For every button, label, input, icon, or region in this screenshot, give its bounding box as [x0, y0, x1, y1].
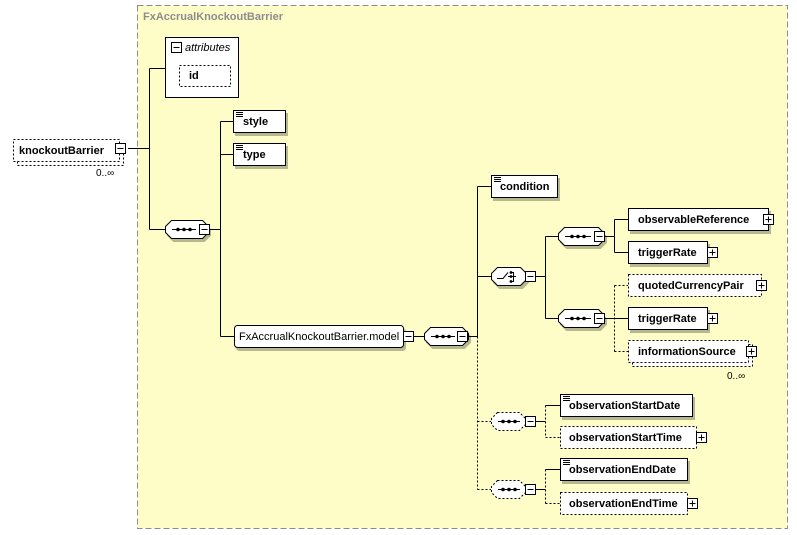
- element-observationStartDate[interactable]: observationStartDate: [560, 394, 693, 417]
- element-triggerRate[interactable]: triggerRate: [628, 307, 718, 330]
- choice-compositor[interactable]: [491, 267, 536, 286]
- element-quotedCurrencyPair[interactable]: quotedCurrencyPair: [628, 274, 767, 297]
- complex-type-title: FxAccrualKnockoutBarrier: [143, 11, 284, 23]
- collapse-icon[interactable]: [403, 331, 414, 342]
- expand-icon[interactable]: [696, 432, 707, 443]
- sequence-compositor[interactable]: [424, 327, 469, 346]
- element-observationEndDate[interactable]: observationEndDate: [560, 458, 688, 481]
- element-observationEndTime[interactable]: observationEndTime: [560, 492, 698, 515]
- element-label: observableReference: [638, 214, 749, 226]
- expand-icon[interactable]: [756, 280, 767, 291]
- sequence-compositor-optional[interactable]: [491, 480, 536, 499]
- element-label: observationStartTime: [569, 432, 682, 444]
- sequence-compositor[interactable]: [558, 309, 605, 328]
- expand-icon[interactable]: [707, 313, 718, 324]
- element-label: knockoutBarrier: [19, 145, 105, 157]
- element-label: style: [243, 116, 268, 128]
- expand-icon[interactable]: [763, 214, 774, 225]
- element-condition[interactable]: condition: [491, 175, 558, 198]
- connector-lines: [128, 68, 628, 504]
- collapse-icon[interactable]: [594, 313, 605, 324]
- occurrence-label: 0..∞: [727, 371, 745, 382]
- collapse-icon[interactable]: [457, 331, 468, 342]
- collapse-icon[interactable]: [525, 416, 536, 427]
- expand-icon[interactable]: [707, 247, 718, 258]
- collapse-icon[interactable]: [525, 271, 536, 282]
- element-label: condition: [500, 181, 550, 193]
- complex-type-frame: FxAccrualKnockoutBarrier: [137, 5, 788, 529]
- element-label: informationSource: [638, 346, 736, 358]
- element-informationSource[interactable]: informationSource 0..∞: [628, 340, 757, 383]
- element-label: observationStartDate: [569, 400, 680, 412]
- expand-icon[interactable]: [687, 498, 698, 509]
- attribute-id[interactable]: id: [179, 65, 231, 87]
- attributes-label: attributes: [185, 42, 231, 54]
- element-label: triggerRate: [638, 247, 697, 259]
- element-knockoutBarrier[interactable]: knockoutBarrier 0..∞: [13, 139, 126, 180]
- element-label: type: [243, 149, 266, 161]
- collapse-icon[interactable]: [594, 231, 605, 242]
- expand-icon[interactable]: [746, 346, 757, 357]
- element-label: observationEndTime: [569, 498, 678, 510]
- element-label: triggerRate: [638, 313, 697, 325]
- element-label: observationEndDate: [569, 464, 676, 476]
- attribute-label: id: [189, 70, 199, 82]
- collapse-icon[interactable]: [171, 42, 182, 53]
- element-observationStartTime[interactable]: observationStartTime: [560, 426, 707, 449]
- group-FxAccrualKnockoutBarrier-model[interactable]: FxAccrualKnockoutBarrier.model: [234, 325, 414, 348]
- collapse-icon[interactable]: [525, 484, 536, 495]
- element-type[interactable]: type: [233, 143, 286, 166]
- attributes-group: attributes id: [165, 37, 239, 98]
- element-observableReference[interactable]: observableReference: [628, 208, 774, 231]
- group-label: FxAccrualKnockoutBarrier.model: [239, 331, 399, 343]
- element-triggerRate[interactable]: triggerRate: [628, 241, 718, 264]
- element-style[interactable]: style: [233, 110, 286, 133]
- element-label: quotedCurrencyPair: [638, 280, 744, 292]
- sequence-compositor-optional[interactable]: [491, 412, 536, 431]
- occurrence-label: 0..∞: [96, 168, 114, 179]
- sequence-compositor[interactable]: [165, 220, 210, 239]
- collapse-icon[interactable]: [199, 224, 210, 235]
- sequence-compositor[interactable]: [558, 227, 605, 246]
- collapse-icon[interactable]: [115, 143, 126, 154]
